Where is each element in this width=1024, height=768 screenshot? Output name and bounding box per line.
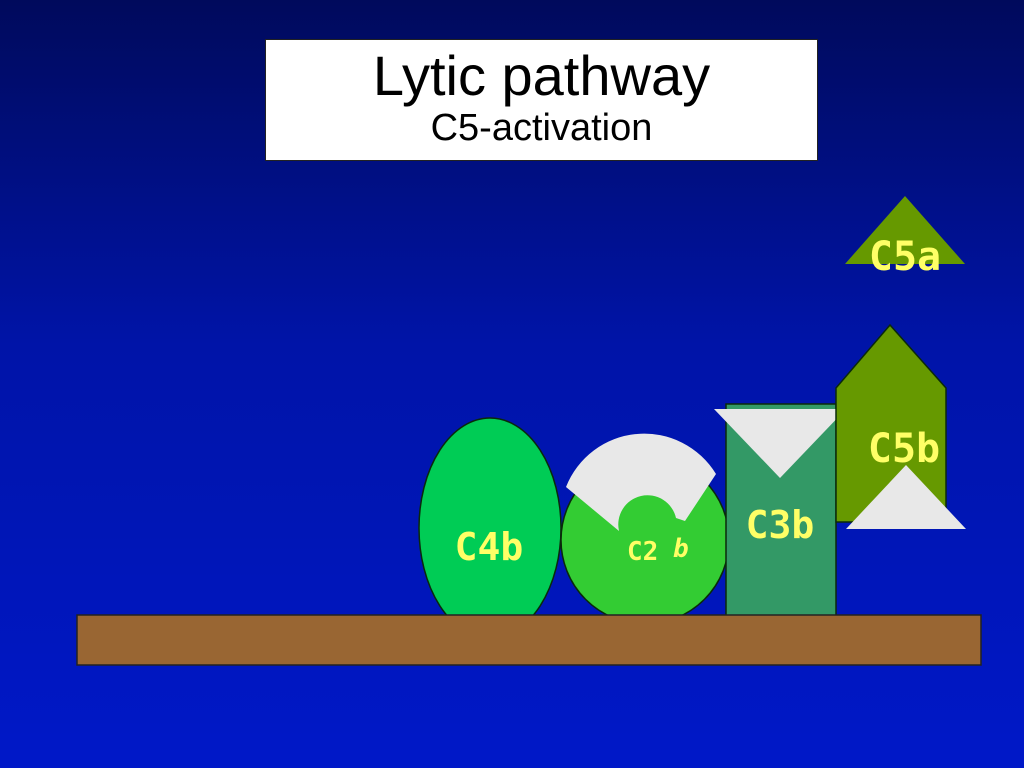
membrane-bar (76, 614, 982, 666)
slide-title: Lytic pathway (372, 44, 711, 107)
c5b-shape (835, 323, 947, 523)
c2b-cutout (566, 433, 716, 531)
c5b-label: C5b (868, 426, 940, 472)
c4b-label: C4b (455, 525, 524, 569)
slide-subtitle: C5-activation (430, 107, 653, 149)
c5a-shape (845, 196, 965, 264)
c3b-label: C3b (746, 503, 815, 547)
c2b-label-c2: C2 (627, 537, 658, 567)
c5b-cutout (846, 465, 966, 529)
title-box: Lytic pathway C5-activation (265, 39, 818, 161)
c3b-cutout (714, 409, 846, 478)
c5a-label: C5a (869, 234, 941, 280)
c2b-label-b: b (673, 534, 689, 564)
